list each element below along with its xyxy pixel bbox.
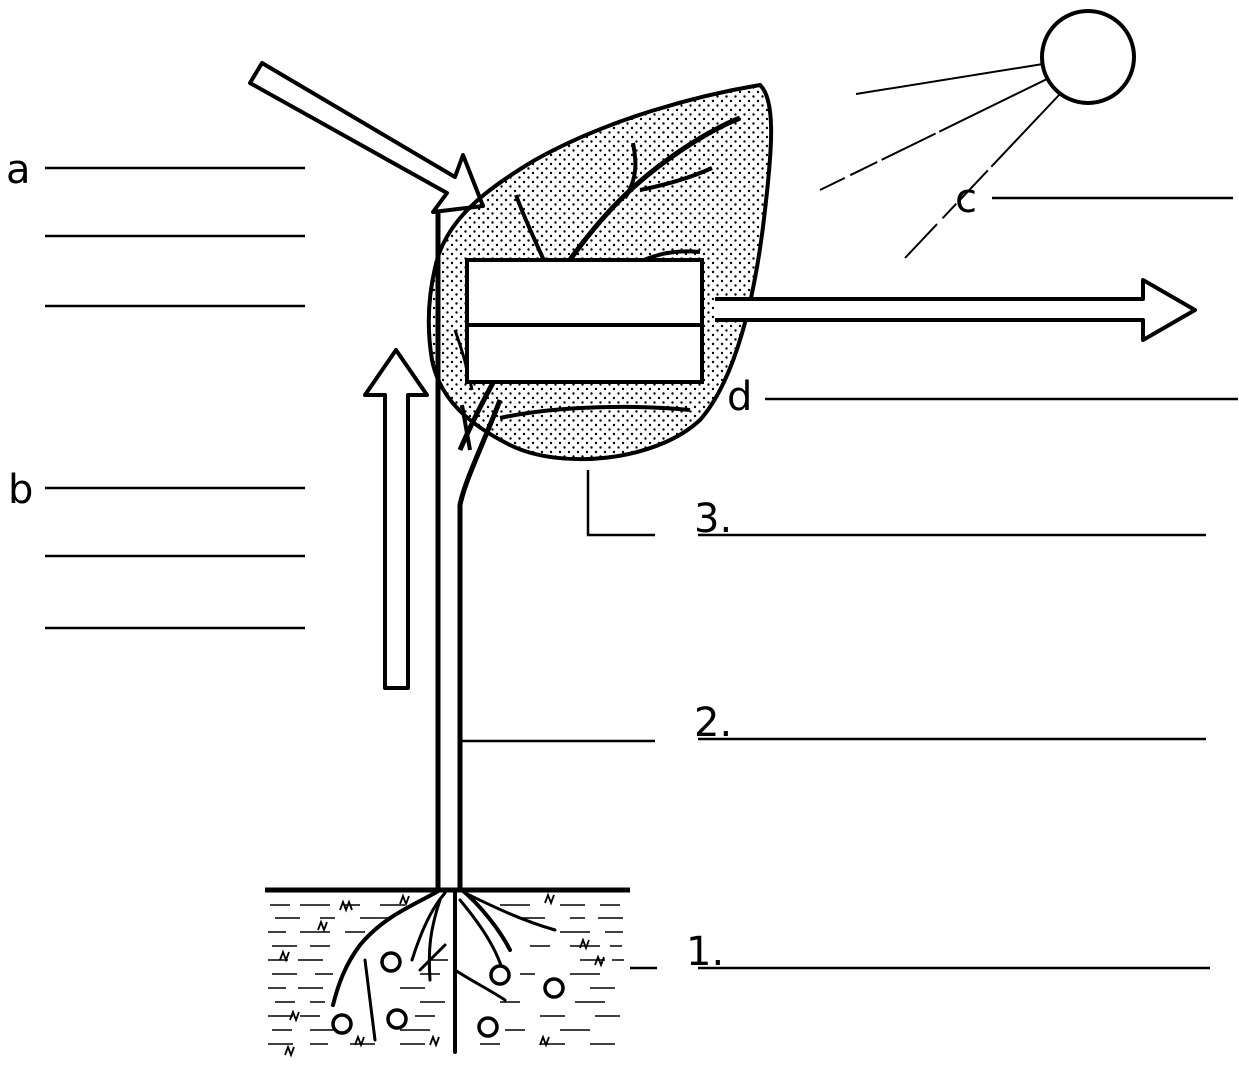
leaf-box bbox=[465, 258, 704, 384]
stem bbox=[435, 210, 503, 890]
upward-arrow bbox=[363, 348, 429, 690]
incoming-arrow bbox=[248, 61, 485, 214]
soil bbox=[265, 887, 630, 1058]
leader-lines bbox=[462, 470, 657, 970]
sun-icon bbox=[819, 9, 1136, 259]
outgoing-arrow bbox=[715, 278, 1197, 342]
label-1: 1. bbox=[686, 929, 724, 975]
answer-lines bbox=[45, 166, 1238, 970]
label-d: d bbox=[727, 374, 752, 420]
label-b: b bbox=[8, 467, 33, 513]
label-c: c bbox=[955, 176, 977, 222]
roots bbox=[331, 888, 557, 1054]
label-a: a bbox=[6, 147, 31, 193]
label-3: 3. bbox=[694, 496, 732, 542]
label-2: 2. bbox=[694, 700, 732, 746]
soil-particles bbox=[331, 951, 565, 1038]
